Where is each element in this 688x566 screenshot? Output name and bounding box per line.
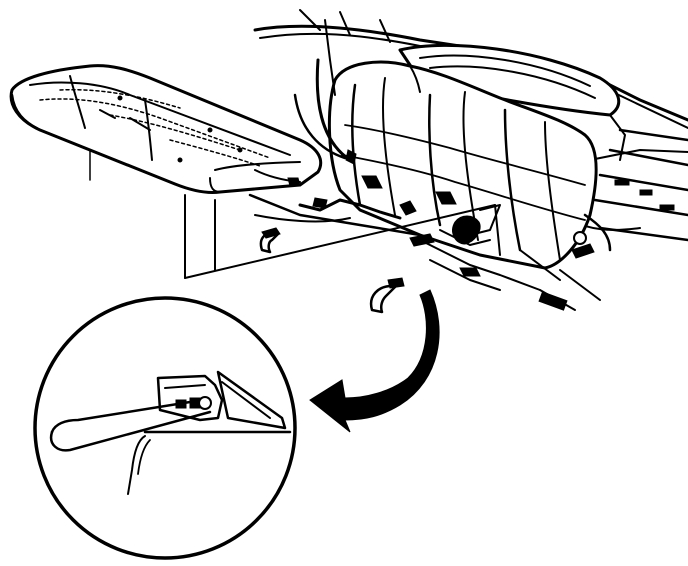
cushion-retainer-clip	[259, 227, 405, 314]
removed-seat-cushion	[9, 64, 323, 194]
projection-lines	[89, 139, 501, 279]
detail-magnifier	[33, 296, 297, 560]
floor-pan	[248, 193, 561, 291]
pointer-arrow	[309, 289, 440, 433]
